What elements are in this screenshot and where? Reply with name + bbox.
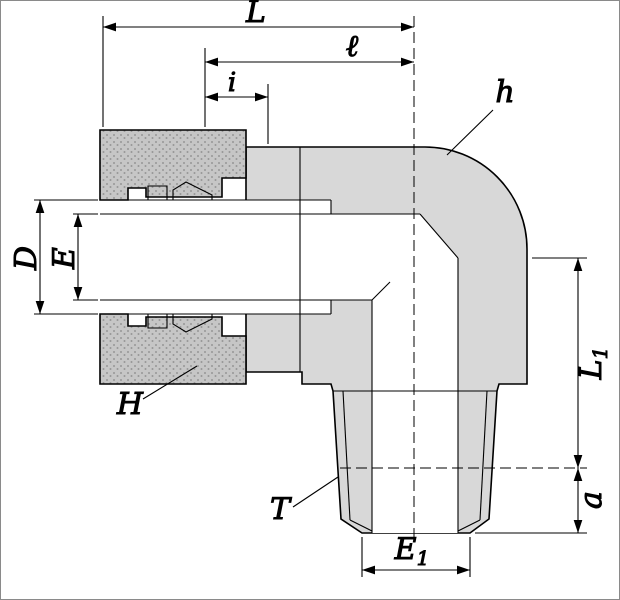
nut-lower-section bbox=[99, 313, 247, 385]
dim-label-E1-sub: 1 bbox=[417, 546, 430, 570]
thread-chamfer-left bbox=[349, 519, 373, 532]
dim-label-E: E bbox=[47, 247, 82, 270]
internal-lines bbox=[100, 147, 497, 533]
front-ferrule-bottom bbox=[172, 313, 213, 333]
callout-label-H: H bbox=[116, 387, 144, 422]
dim-label-D: D bbox=[9, 246, 44, 271]
callout-label-T: T bbox=[270, 492, 292, 527]
nut-upper-section bbox=[99, 129, 247, 201]
bore-cavity bbox=[100, 200, 458, 533]
nut bbox=[99, 129, 247, 385]
dim-label-E1-base: E bbox=[394, 532, 417, 567]
fitting-geometry bbox=[99, 129, 528, 534]
front-ferrule-top bbox=[172, 181, 213, 201]
dim-label-i: i bbox=[228, 68, 236, 98]
bore-junction-chamfer bbox=[419, 213, 459, 259]
ferrules bbox=[147, 181, 213, 333]
back-ferrule-top bbox=[147, 185, 168, 201]
leader-line-h bbox=[446, 109, 494, 156]
callout-label-h: h bbox=[495, 75, 514, 110]
dim-label-ell: ℓ bbox=[346, 29, 359, 64]
dim-label-E1: E1 bbox=[394, 532, 430, 570]
thread-root-right bbox=[479, 390, 488, 521]
leader-line-H bbox=[142, 365, 198, 400]
thread-root-left bbox=[342, 390, 351, 521]
leader-line-T bbox=[292, 476, 339, 508]
dim-label-L1: L1 bbox=[574, 347, 612, 381]
back-ferrule-bottom bbox=[147, 313, 168, 329]
dim-label-L1-base: L bbox=[574, 359, 609, 380]
dim-label-L: L bbox=[245, 0, 266, 30]
dim-label-L1-sub: 1 bbox=[588, 347, 612, 360]
thread-chamfer-right bbox=[457, 519, 481, 532]
dimensions: L ℓ i h D E H T E1 L bbox=[9, 0, 613, 577]
bore-corner-chamfer bbox=[371, 281, 391, 301]
dim-label-a: a bbox=[574, 491, 609, 509]
